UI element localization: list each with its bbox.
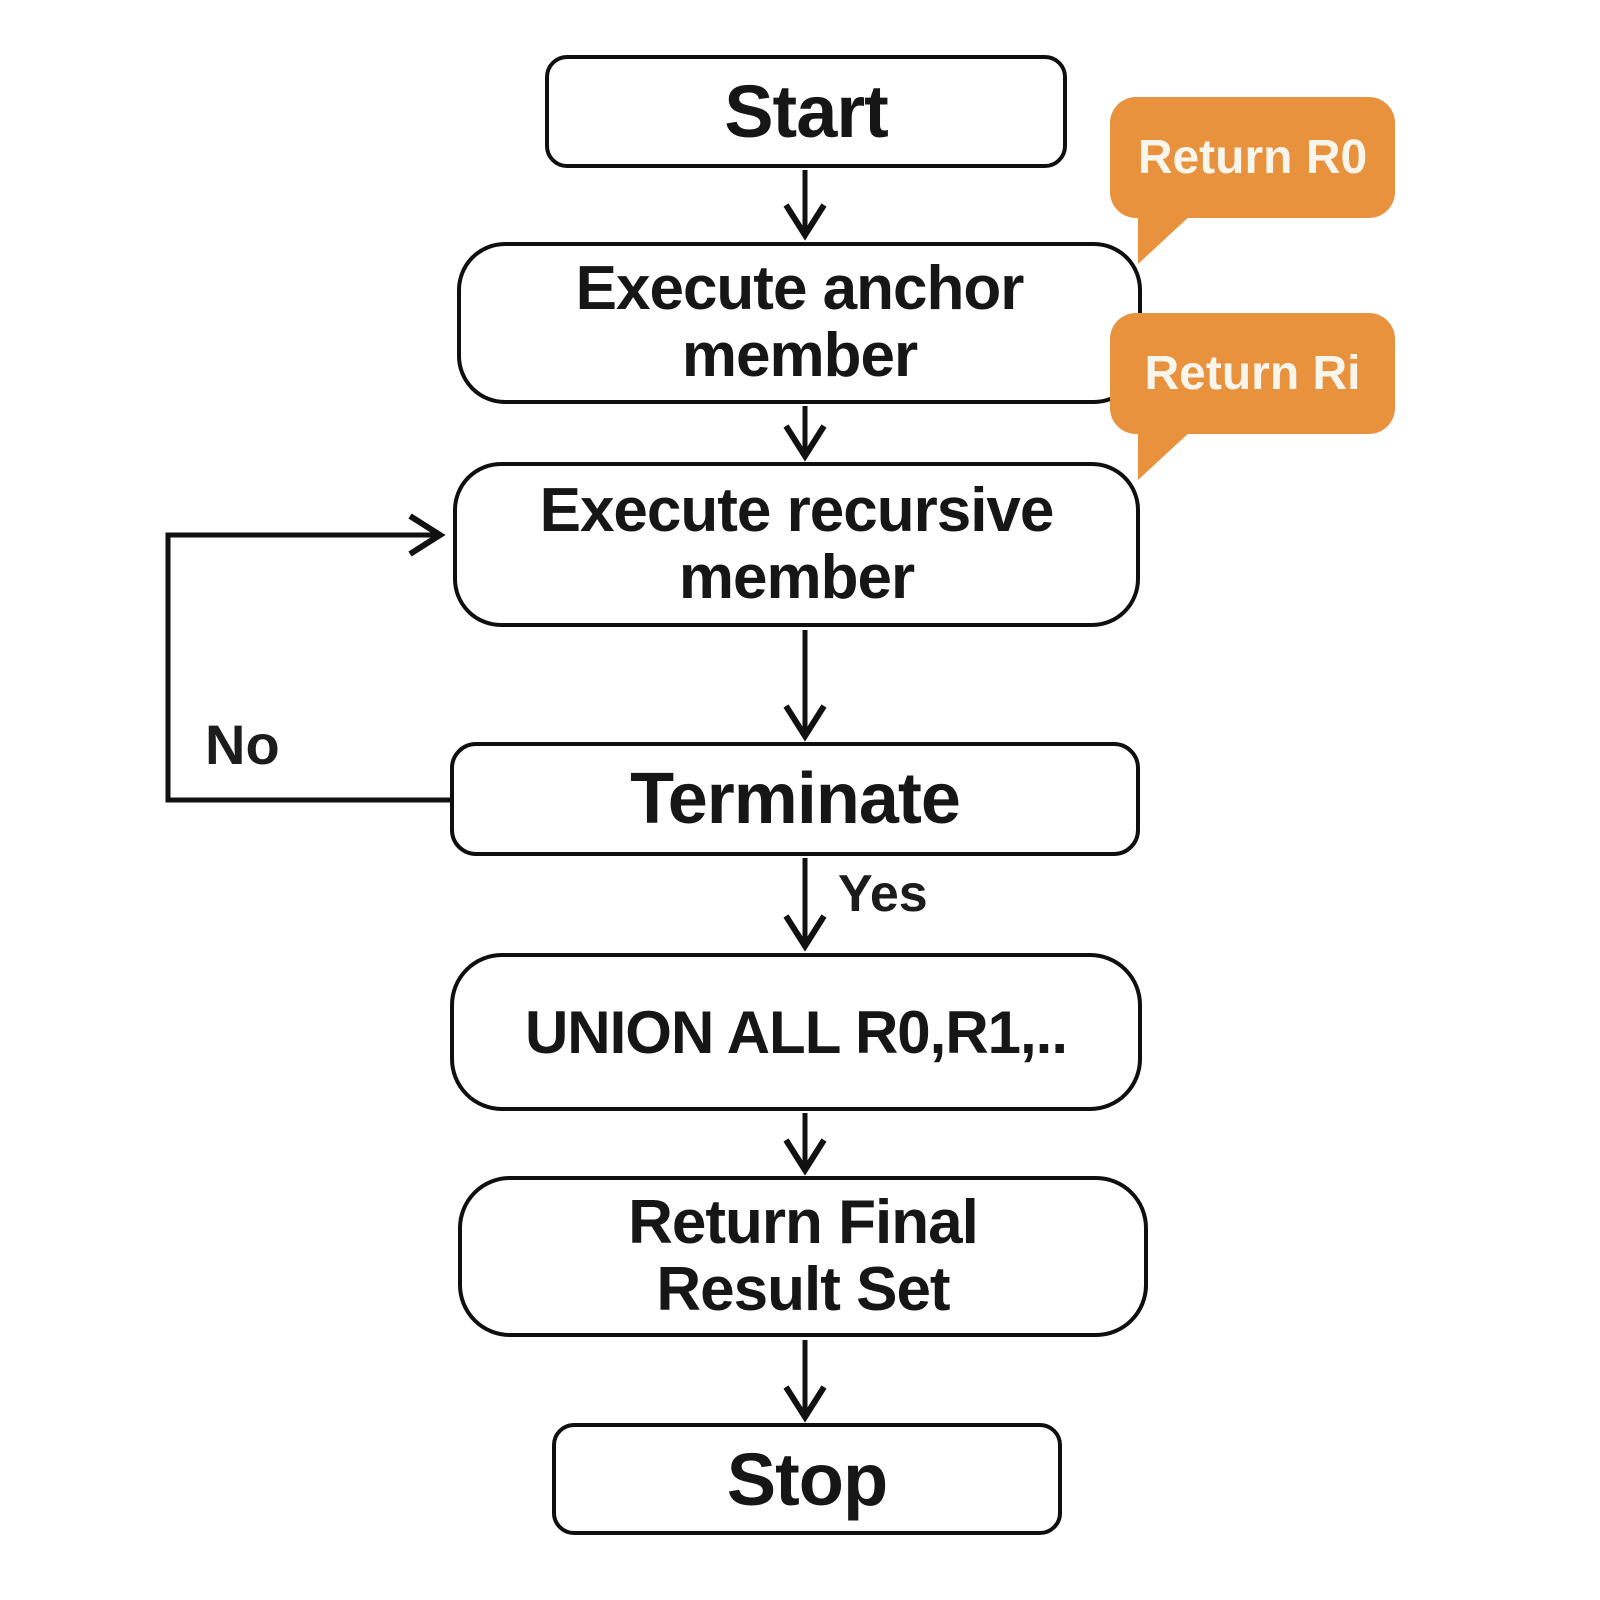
arrow-no-loopback (165, 513, 452, 803)
arrow-recursive-to-terminate (783, 630, 827, 742)
node-stop: Stop (552, 1423, 1062, 1535)
arrow-union-to-return (783, 1113, 827, 1176)
arrow-start-to-anchor (783, 170, 827, 241)
callout-return-ri: Return Ri (1110, 313, 1395, 480)
arrow-anchor-to-recursive (783, 406, 827, 462)
node-execute-recursive-member: Execute recursive member (453, 462, 1140, 627)
node-execute-anchor-member: Execute anchor member (457, 242, 1142, 404)
arrow-terminate-to-union (783, 858, 827, 952)
node-union-all: UNION ALL R0,R1,.. (450, 953, 1142, 1111)
node-return-final-result-set: Return Final Result Set (458, 1176, 1148, 1337)
callout-return-r0: Return R0 (1110, 97, 1395, 264)
callout-return-r0-label: Return R0 (1137, 131, 1368, 184)
speech-bubble-tail-icon (1138, 430, 1192, 480)
arrow-return-to-stop (783, 1340, 827, 1423)
callout-return-ri-label: Return Ri (1144, 347, 1361, 400)
speech-bubble-tail-icon (1138, 214, 1192, 264)
node-start: Start (545, 55, 1067, 168)
edge-label-yes: Yes (838, 865, 928, 923)
edge-label-no: No (205, 713, 280, 776)
node-terminate: Terminate (450, 742, 1140, 856)
